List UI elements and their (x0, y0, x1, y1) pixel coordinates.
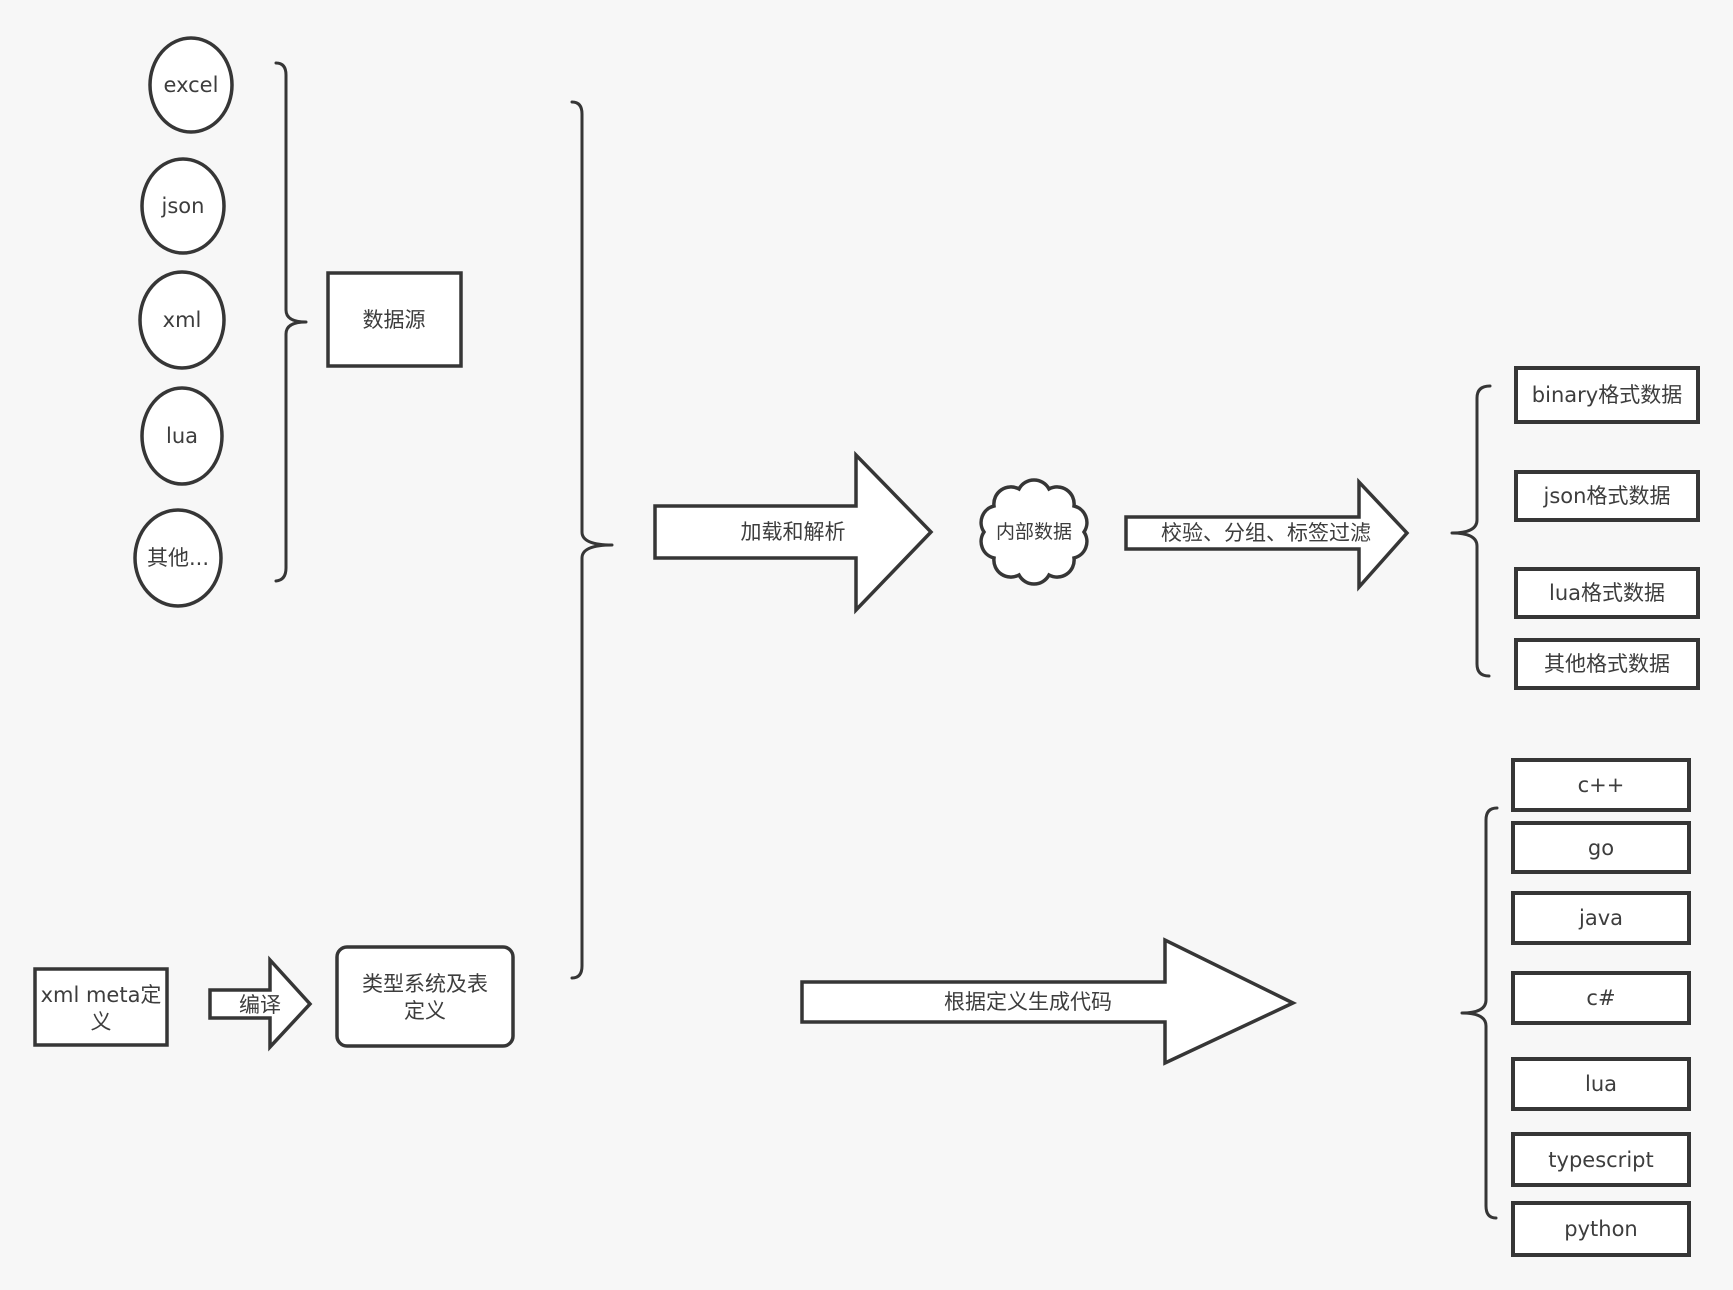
filter-arrow (1124, 477, 1410, 592)
language-box-csharp (1511, 971, 1691, 1025)
format-label-binary: binary格式数据 (1532, 383, 1682, 407)
source-label-xml: xml (163, 308, 202, 332)
compile-arrow-label: 编译 (239, 993, 281, 1017)
codegen-arrow-group: 根据定义生成代码 (800, 937, 1298, 1066)
internal-data-label: 内部数据 (996, 521, 1072, 543)
source-ellipse-json (140, 157, 226, 255)
language-box-lua (1511, 1057, 1691, 1111)
load-parse-arrow-group: 加载和解析 (653, 450, 934, 615)
codegen-arrow-label: 根据定义生成代码 (944, 990, 1112, 1014)
filter-arrow-label: 校验、分组、标签过滤 (1161, 521, 1371, 545)
source-label-other: 其他... (147, 546, 209, 570)
format-label-other: 其他格式数据 (1544, 652, 1670, 676)
inputs-big-brace (570, 100, 614, 980)
language-box-typescript (1511, 1132, 1691, 1187)
language-label-cpp: c++ (1578, 773, 1625, 797)
internal-data-cloud (979, 478, 1089, 586)
format-label-lua: lua格式数据 (1549, 581, 1665, 605)
load-parse-arrow (653, 450, 934, 615)
language-label-csharp: c# (1586, 986, 1615, 1010)
languages-brace (1460, 806, 1499, 1220)
xml-meta-label-line1: xml meta定 (41, 983, 162, 1007)
sources-group: excel json xml lua 其他... 数据源 (133, 36, 463, 608)
sources-brace (274, 61, 308, 583)
source-ellipse-other (133, 508, 223, 608)
source-label-json: json (161, 194, 205, 218)
xml-meta-label-line2: 义 (91, 1010, 112, 1034)
definitions-group: xml meta定 义 编译 类型系统及表 定义 (33, 945, 515, 1052)
type-system-label-line1: 类型系统及表 (362, 972, 488, 996)
language-box-go (1511, 821, 1691, 874)
compile-arrow (208, 955, 313, 1052)
language-label-typescript: typescript (1548, 1148, 1653, 1172)
formats-brace (1450, 384, 1492, 678)
language-box-java (1511, 891, 1691, 945)
source-ellipse-excel (148, 36, 234, 134)
source-ellipse-lua (140, 386, 224, 486)
codegen-arrow (800, 937, 1298, 1066)
xml-meta-box (33, 967, 169, 1047)
type-system-label-line2: 定义 (404, 999, 446, 1023)
load-parse-label: 加载和解析 (741, 520, 846, 544)
formats-group: binary格式数据 json格式数据 lua格式数据 其他格式数据 (1450, 366, 1700, 690)
filter-arrow-group: 校验、分组、标签过滤 (1124, 477, 1410, 592)
language-label-java: java (1578, 906, 1623, 930)
datasource-box (326, 271, 463, 368)
format-label-json: json格式数据 (1543, 484, 1671, 508)
format-box-binary (1514, 366, 1700, 424)
language-label-go: go (1588, 836, 1614, 860)
language-label-lua: lua (1585, 1072, 1617, 1096)
source-label-lua: lua (166, 424, 198, 448)
language-label-python: python (1564, 1217, 1637, 1241)
language-box-cpp (1511, 758, 1691, 812)
type-system-box (335, 945, 515, 1048)
datasource-box-label: 数据源 (363, 308, 426, 332)
format-box-other (1514, 638, 1700, 690)
languages-group: c++ go java c# lua typescript python (1460, 758, 1691, 1257)
internal-data-cloud-group: 内部数据 (979, 478, 1089, 586)
format-box-json (1514, 470, 1700, 522)
source-label-excel: excel (164, 73, 219, 97)
format-box-lua (1514, 567, 1700, 619)
source-ellipse-xml (138, 270, 226, 370)
language-box-python (1511, 1201, 1691, 1257)
